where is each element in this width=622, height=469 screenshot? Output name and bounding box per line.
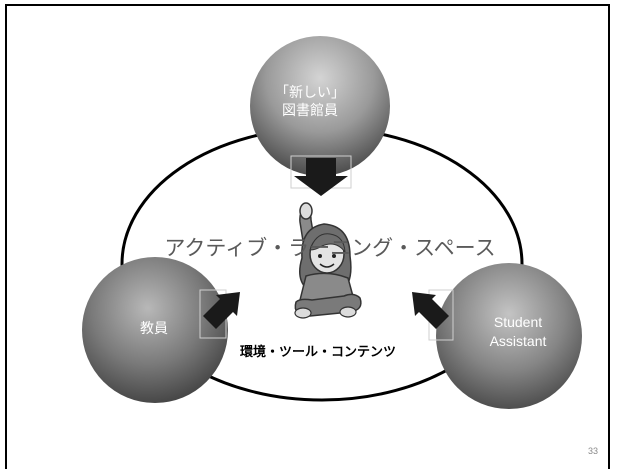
center-subtitle: 環境・ツール・コンテンツ — [239, 345, 396, 360]
librarian-circle — [250, 36, 390, 176]
student-assistant-circle — [436, 263, 582, 409]
faculty-label: 教員 — [140, 321, 168, 337]
arrow-down-icon — [294, 158, 348, 196]
student-raising-hand-icon — [294, 202, 362, 319]
librarian-label: 「新しい」 図書館員 — [275, 85, 345, 119]
page-number: 33 — [587, 446, 598, 456]
student-assistant-label: Student Assistant — [489, 314, 547, 349]
faculty-circle — [82, 257, 228, 403]
center-title: アクティブ・ラーニング・スペース — [164, 236, 496, 260]
arrow-up-left-icon — [412, 292, 449, 329]
slide-frame — [5, 4, 610, 469]
arrow-up-right-icon — [203, 292, 240, 329]
